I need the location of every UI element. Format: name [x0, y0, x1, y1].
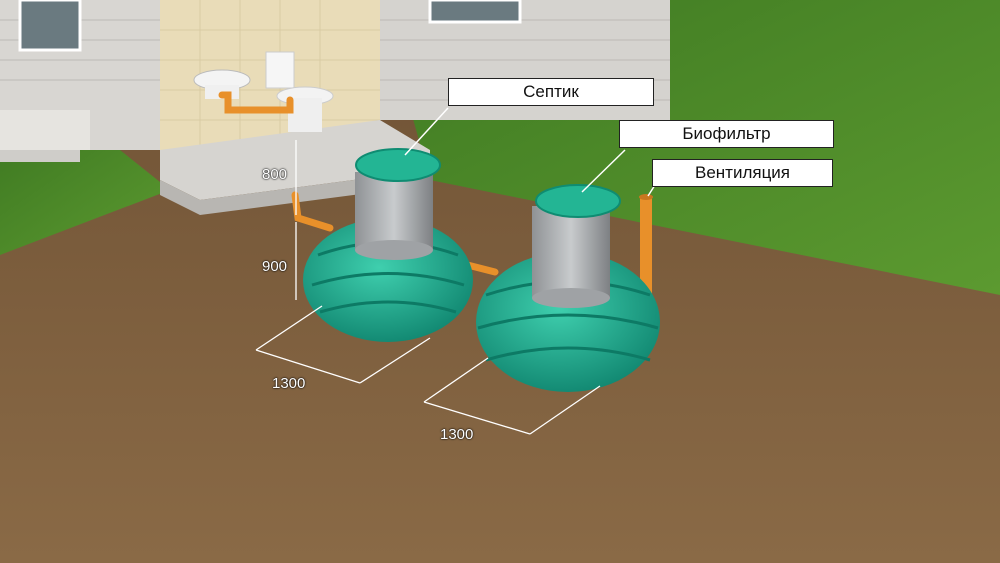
length-tank2-value: 1300 — [440, 426, 474, 443]
length-tank1-value: 1300 — [272, 375, 306, 392]
house-floor-slab — [160, 120, 430, 200]
length-line-tank1 — [255, 349, 361, 384]
biofilter-lid — [535, 184, 621, 218]
depth-tank-value: 900 — [262, 258, 288, 275]
depth-top-value: 800 — [262, 166, 288, 183]
septic-tank — [303, 148, 473, 342]
toilet-tank — [265, 51, 295, 89]
biofilter-tank — [476, 184, 660, 392]
septic-label: Септик — [448, 78, 654, 106]
septic-lid — [355, 148, 441, 182]
biofilter-label: Биофильтр — [619, 120, 834, 148]
biofilter-leader — [581, 149, 626, 193]
ventilation-label: Вентиляция — [652, 159, 833, 187]
septic-leader — [404, 107, 449, 156]
lawn-left — [0, 140, 170, 255]
length-line-tank2 — [423, 401, 531, 435]
house — [0, 0, 670, 215]
